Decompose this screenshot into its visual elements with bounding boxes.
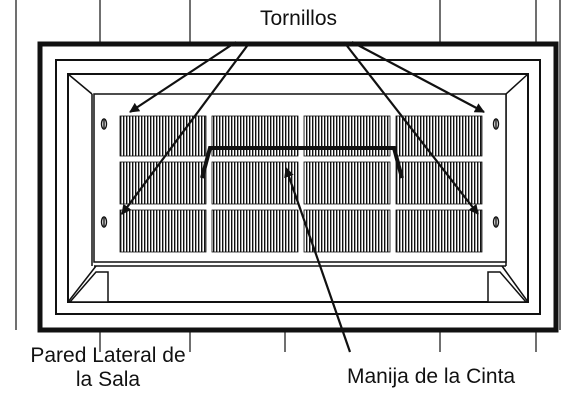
grille-block <box>396 116 482 156</box>
screw-top-right-icon <box>494 119 499 129</box>
side-wall-label-line2: la Sala <box>8 368 208 392</box>
grille-block <box>304 162 390 204</box>
screws-label: Tornillos <box>258 8 339 30</box>
grille-block <box>120 116 206 156</box>
grille-block <box>304 210 390 252</box>
grille-block <box>396 210 482 252</box>
strap-handle-label: Manija de la Cinta <box>344 366 518 388</box>
screw-bottom-right-icon <box>494 217 499 227</box>
side-wall-label: Pared Lateral de la Sala <box>8 344 208 392</box>
grille-block <box>212 210 298 252</box>
grille-block <box>396 162 482 204</box>
screw-top-left-icon <box>102 119 107 129</box>
grille-block <box>212 162 298 204</box>
grille-block <box>120 210 206 252</box>
side-wall-label-line1: Pared Lateral de <box>8 344 208 368</box>
screw-bottom-left-icon <box>102 217 107 227</box>
